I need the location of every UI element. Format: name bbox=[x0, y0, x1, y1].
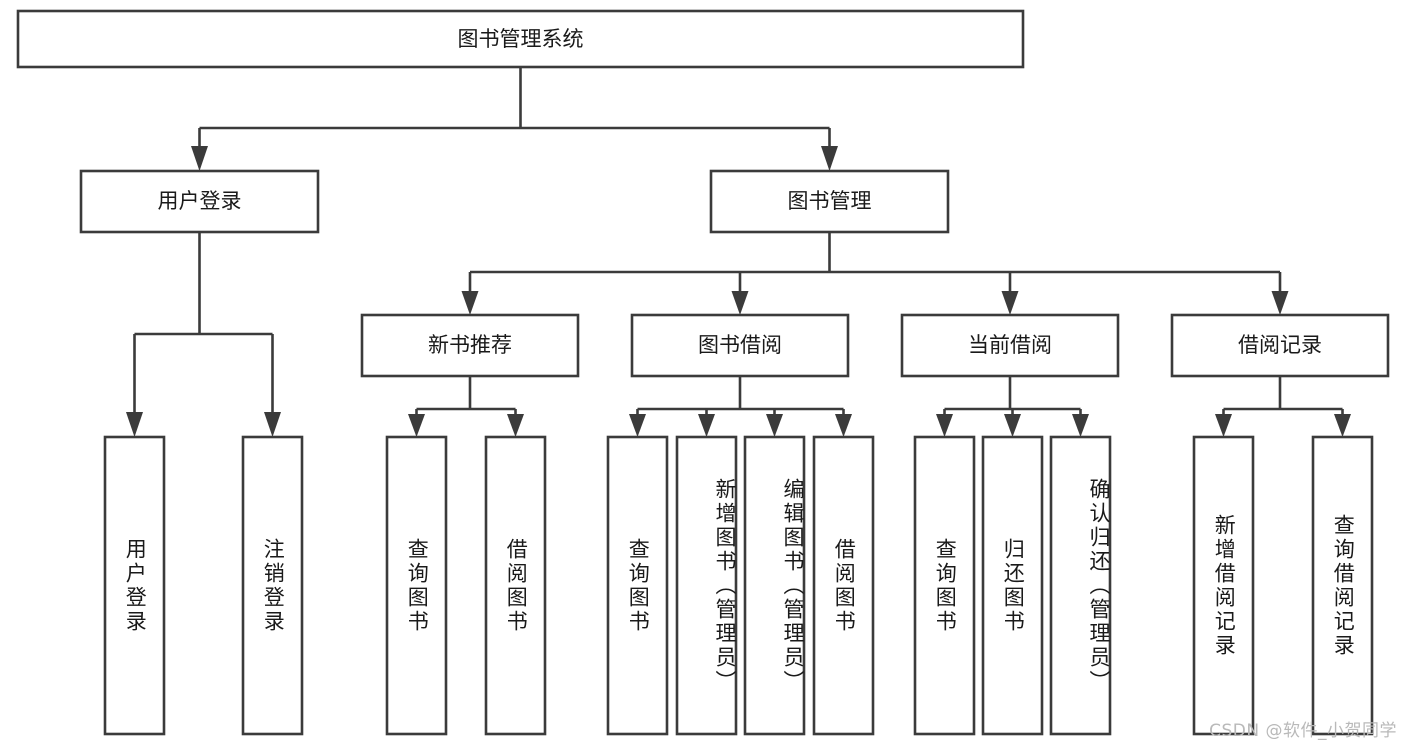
arrowhead-current-query bbox=[936, 414, 953, 437]
leaf-boxes bbox=[103, 435, 1374, 736]
edge-group-newbook bbox=[408, 376, 524, 437]
node-root-label: 图书管理系统 bbox=[458, 27, 584, 51]
edge-group-book-mgmt bbox=[461, 232, 1289, 315]
edge-group-borrow bbox=[629, 376, 852, 437]
node-new-book-recommend-box[interactable] bbox=[360, 313, 580, 378]
leaf-label-borrow-query-book: 查询图书 bbox=[626, 537, 651, 634]
leaf-box-borrow-lend-book[interactable] bbox=[812, 435, 875, 736]
arrowhead-newbook bbox=[461, 291, 479, 315]
leaf-box-newbook-borrow-book[interactable] bbox=[484, 435, 547, 736]
node-book-borrow[interactable]: 图书借阅 bbox=[630, 313, 850, 378]
leaf-label-newbook-borrow-book: 借阅图书 bbox=[504, 537, 529, 634]
node-new-book-recommend[interactable]: 新书推荐 bbox=[360, 313, 580, 378]
leaf-label-current-confirm-return: 确认归还（管理员） bbox=[1087, 477, 1111, 694]
leaf-box-current-confirm-return[interactable] bbox=[1049, 435, 1112, 736]
node-borrow-record-label: 借阅记录 bbox=[1238, 333, 1322, 357]
leaf-label-record-query: 查询借阅记录 bbox=[1331, 513, 1356, 658]
node-user-login[interactable]: 用户登录 bbox=[79, 169, 320, 234]
arrowhead-user-login bbox=[191, 146, 208, 171]
arrowhead-borrow bbox=[731, 291, 749, 315]
node-current-borrow-label: 当前借阅 bbox=[968, 333, 1052, 357]
leaf-label-user-login: 用户登录 bbox=[123, 537, 148, 634]
node-root-box[interactable] bbox=[16, 9, 1025, 69]
arrowhead-record-query bbox=[1334, 414, 1351, 437]
edge-group-root bbox=[191, 67, 838, 171]
leaf-box-borrow-query-book[interactable] bbox=[606, 435, 669, 736]
node-user-login-label: 用户登录 bbox=[158, 189, 242, 213]
node-book-borrow-label: 图书借阅 bbox=[698, 333, 782, 357]
node-borrow-record-box[interactable] bbox=[1170, 313, 1390, 378]
leaf-box-record-query[interactable] bbox=[1311, 435, 1374, 736]
node-borrow-record[interactable]: 借阅记录 bbox=[1170, 313, 1390, 378]
leaf-label-current-query-book: 查询图书 bbox=[933, 537, 958, 634]
edge-group-user-login bbox=[126, 232, 281, 437]
leaf-box-borrow-add-book[interactable] bbox=[675, 435, 738, 736]
leaf-label-borrow-edit-book: 编辑图书（管理员） bbox=[781, 477, 805, 694]
leaf-label-logout: 注销登录 bbox=[261, 537, 286, 634]
leaf-box-newbook-query-book[interactable] bbox=[385, 435, 448, 736]
node-book-borrow-box[interactable] bbox=[630, 313, 850, 378]
leaf-label-borrow-lend-book: 借阅图书 bbox=[832, 537, 857, 634]
leaf-box-current-query-book[interactable] bbox=[913, 435, 976, 736]
leaf-box-current-return-book[interactable] bbox=[981, 435, 1044, 736]
node-current-borrow[interactable]: 当前借阅 bbox=[900, 313, 1120, 378]
leaf-box-user-login[interactable] bbox=[103, 435, 166, 736]
arrowhead-newbook-query bbox=[408, 414, 425, 437]
arrowhead-borrow-add bbox=[698, 414, 715, 437]
node-book-management-box[interactable] bbox=[709, 169, 950, 234]
leaf-label-current-return-book: 归还图书 bbox=[1001, 537, 1026, 634]
arrowhead-book-mgmt bbox=[821, 146, 838, 171]
arrowhead-borrow-lend bbox=[835, 414, 852, 437]
arrowhead-current-borrow bbox=[1001, 291, 1019, 315]
arrowhead-leaf-logout bbox=[264, 412, 281, 437]
node-user-login-box[interactable] bbox=[79, 169, 320, 234]
leaf-box-logout[interactable] bbox=[241, 435, 304, 736]
node-new-book-recommend-label: 新书推荐 bbox=[428, 333, 512, 357]
edge-group-current-borrow bbox=[936, 376, 1089, 437]
arrowhead-borrow-query bbox=[629, 414, 646, 437]
leaf-box-record-add[interactable] bbox=[1192, 435, 1255, 736]
leaf-label-record-add: 新增借阅记录 bbox=[1212, 513, 1237, 658]
arrowhead-newbook-borrow bbox=[507, 414, 524, 437]
node-root[interactable]: 图书管理系统 bbox=[16, 9, 1025, 69]
node-book-management[interactable]: 图书管理 bbox=[709, 169, 950, 234]
arrowhead-current-confirm bbox=[1072, 414, 1089, 437]
leaf-label-borrow-add-book: 新增图书（管理员） bbox=[713, 477, 737, 694]
arrowhead-record-add bbox=[1215, 414, 1232, 437]
arrowhead-current-return bbox=[1004, 414, 1021, 437]
arrowhead-borrow-record bbox=[1271, 291, 1289, 315]
arrowhead-borrow-edit bbox=[766, 414, 783, 437]
node-current-borrow-box[interactable] bbox=[900, 313, 1120, 378]
node-book-management-label: 图书管理 bbox=[788, 189, 872, 213]
leaf-label-newbook-query-book: 查询图书 bbox=[405, 537, 430, 634]
arrowhead-leaf-user-login bbox=[126, 412, 143, 437]
edge-group-borrow-record bbox=[1215, 376, 1351, 437]
leaf-box-borrow-edit-book[interactable] bbox=[743, 435, 806, 736]
